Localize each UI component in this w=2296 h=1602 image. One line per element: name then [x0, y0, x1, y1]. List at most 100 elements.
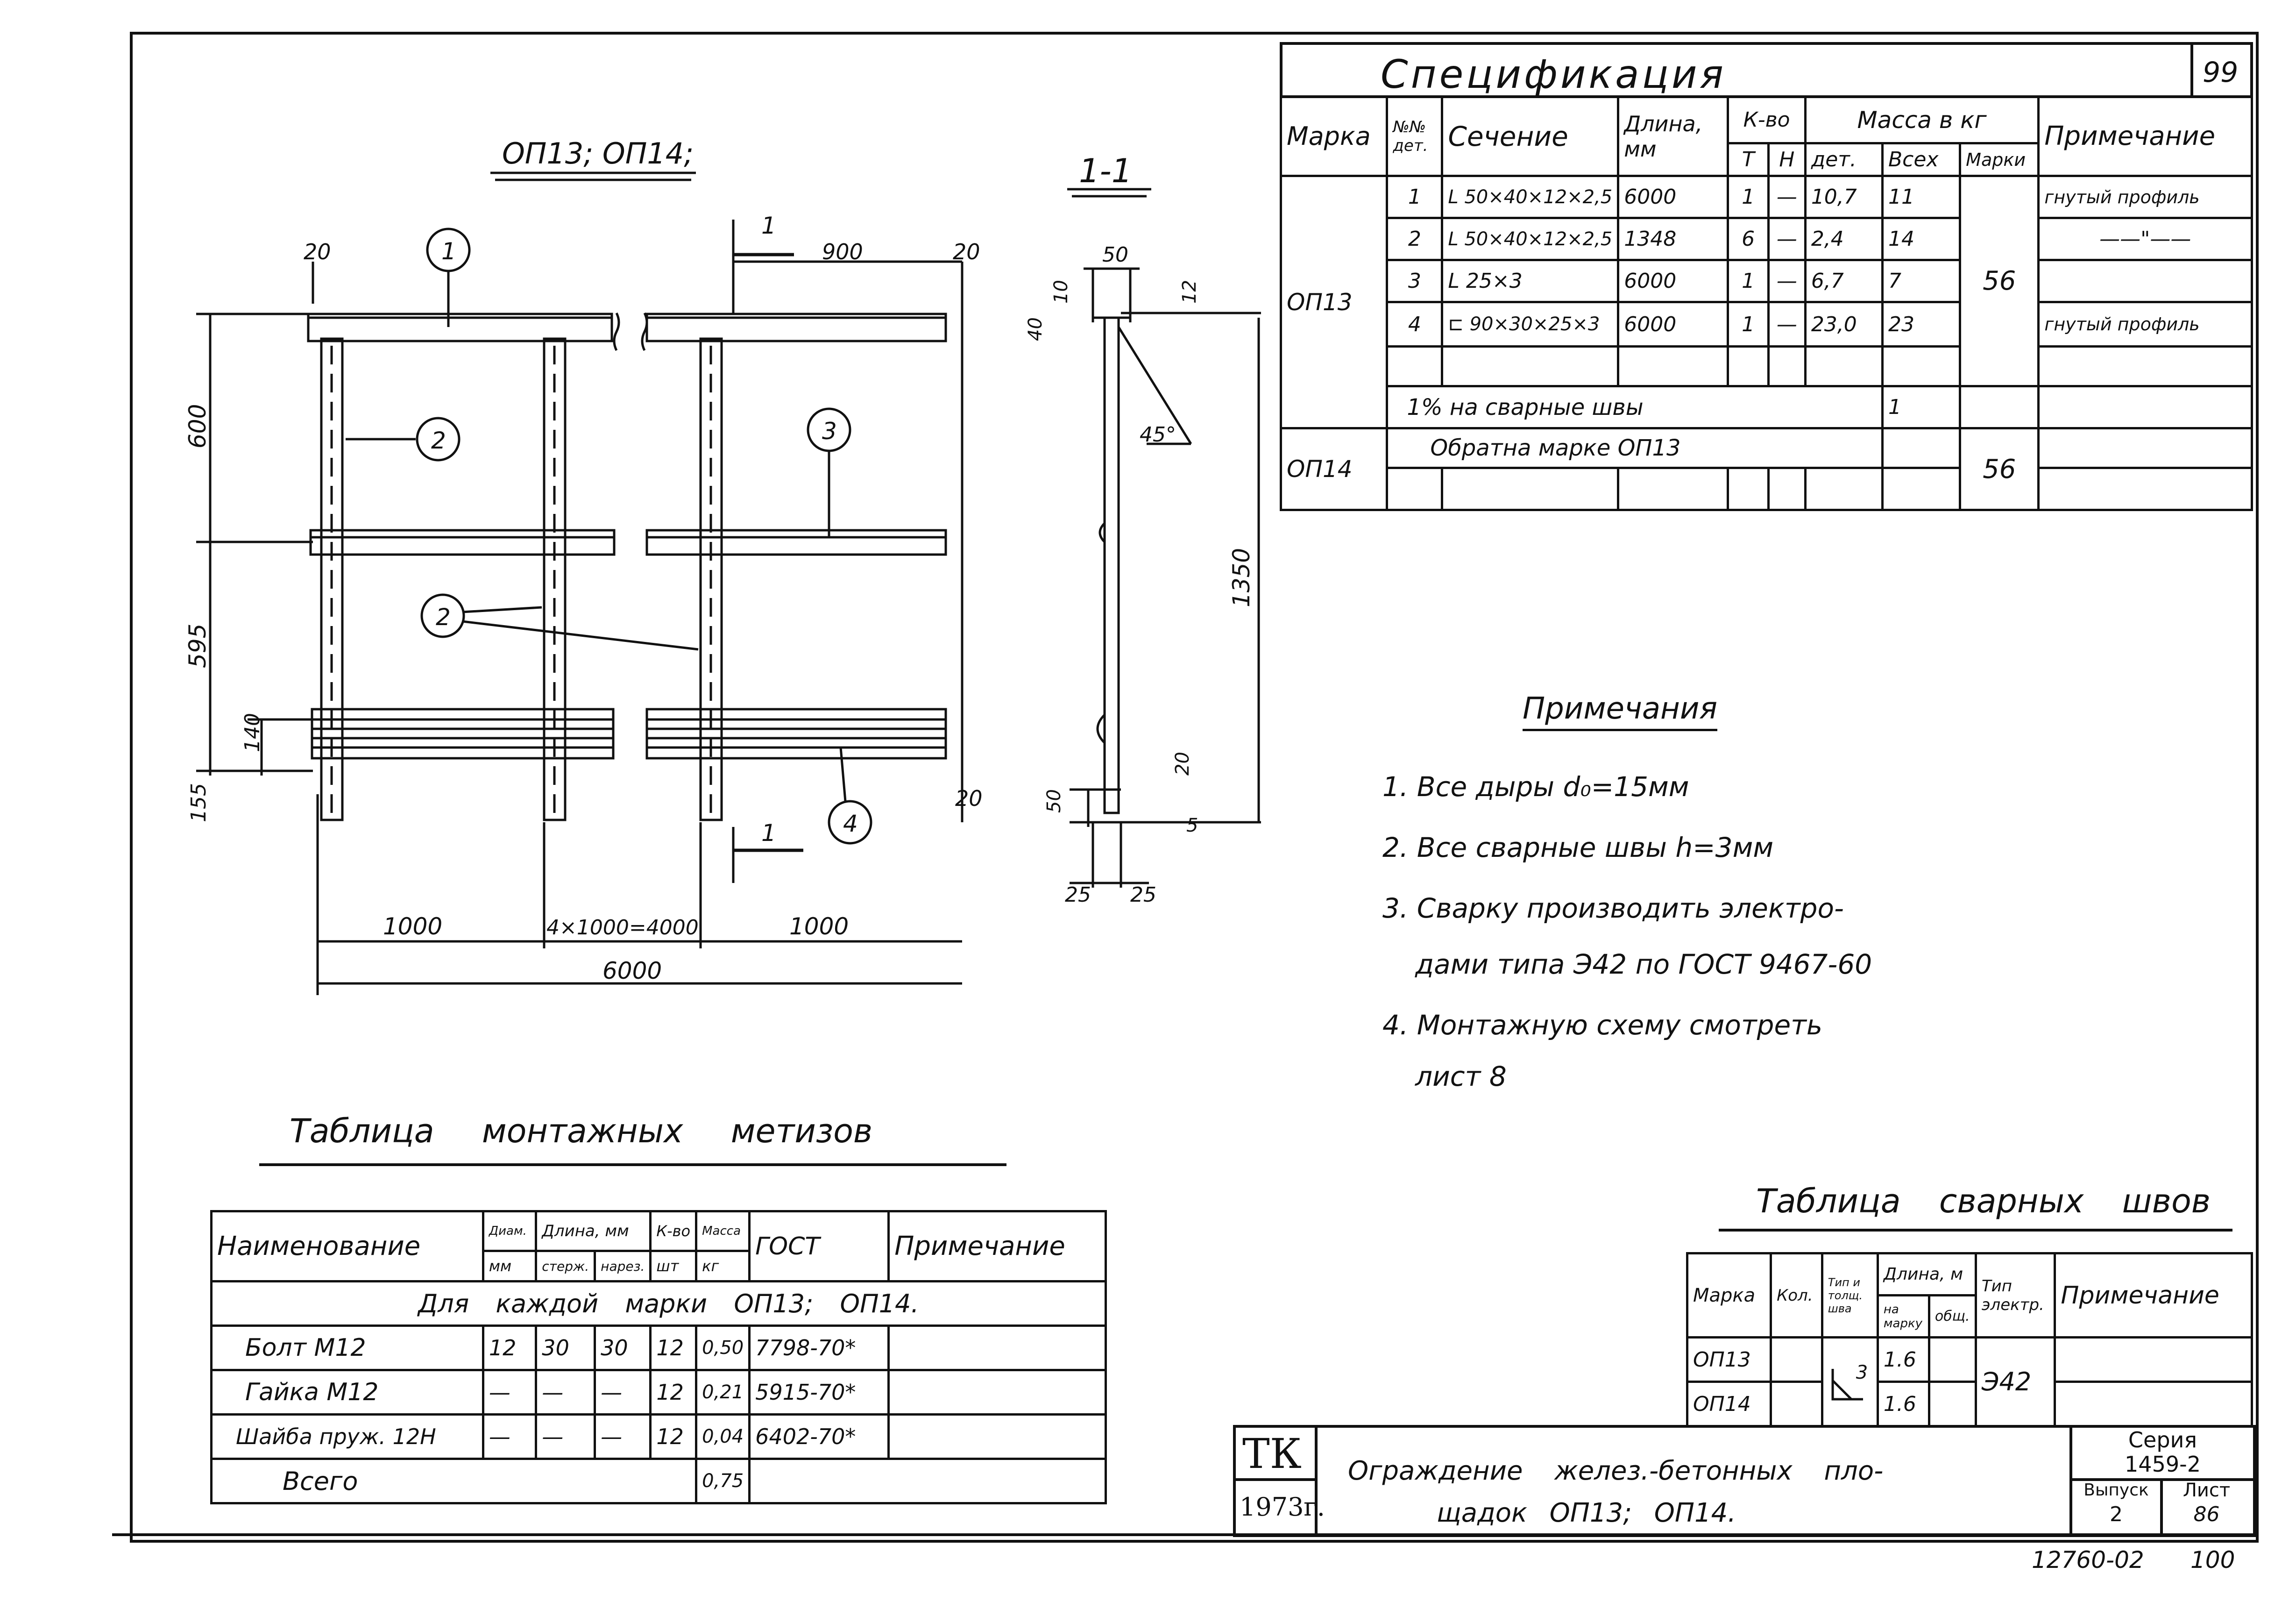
spec-r2-note: ——"—— — [2037, 217, 2253, 261]
spec-r3-pos: 3 — [1386, 259, 1444, 303]
wt-h-mark: Марка — [1686, 1252, 1772, 1339]
spec-r3-all: 7 — [1881, 259, 1962, 303]
note-3b: дами типа Э42 по ГОСТ 9467-60 — [1415, 948, 1872, 980]
dim-140: 140 — [241, 713, 264, 752]
callout-2a — [416, 417, 461, 462]
wt-h-len-one: на марку — [1876, 1294, 1930, 1339]
welds-title-underline — [1719, 1229, 2232, 1232]
spec-r2-length: 1348 — [1617, 217, 1729, 261]
tb-year: 1973г. — [1240, 1492, 1325, 1522]
spec-r2-n: — — [1767, 217, 1807, 261]
callout-label-2a: 2 — [431, 427, 446, 454]
tb-name-line1: Ограждение желез.-бетонных пло- — [1348, 1456, 1884, 1486]
sec-dim-25a: 25 — [1065, 883, 1091, 907]
tb-org: ТК — [1242, 1430, 1302, 1478]
hw-r2-d: — — [482, 1369, 538, 1416]
spec-r4-note: гнутый профиль — [2037, 301, 2253, 348]
spec-r1-pos: 1 — [1386, 175, 1444, 219]
dim-155: 155 — [187, 783, 211, 822]
callout-label-3: 3 — [822, 418, 837, 445]
note-1: 1. Все дыры d₀=15мм — [1382, 771, 1689, 803]
drawing-frame — [130, 32, 2259, 1543]
spec-r4-n: — — [1767, 301, 1807, 348]
hw-r1-d: 12 — [482, 1324, 538, 1371]
spec-mark1: ОП13 — [1279, 175, 1389, 429]
tb-series-cell: Серия 1459-2 — [2069, 1428, 2253, 1481]
sec-dim-5: 5 — [1186, 815, 1198, 836]
spec-h-note: Примечание — [2037, 95, 2253, 177]
hw-h-note: Примечание — [887, 1210, 1107, 1282]
wt-weld-size: 3 — [1856, 1362, 1868, 1383]
tb-sheet-cell: Лист 86 — [2160, 1478, 2253, 1537]
sec-dim-50top: 50 — [1102, 243, 1128, 267]
hw-h-qty-u: шт — [649, 1250, 698, 1282]
dim-600: 600 — [184, 404, 211, 449]
dim-6000: 6000 — [602, 957, 662, 984]
notes-block: Примечания 1. Все дыры d₀=15мм 2. Все св… — [1382, 691, 2130, 1093]
hw-r3-gost: 6402-70* — [748, 1413, 890, 1460]
drawing-title: ОП13; ОП14; — [502, 136, 694, 171]
spec-r2-t: 6 — [1727, 217, 1770, 261]
tb-issue-label: Выпуск — [2083, 1481, 2149, 1500]
hardware-title-underline — [259, 1163, 1006, 1166]
dim-20c: 20 — [955, 786, 983, 811]
spec-r3-t: 1 — [1727, 259, 1770, 303]
cut-mark-top: 1 — [761, 212, 776, 239]
spec-weld-all: 1 — [1881, 385, 1962, 429]
spec-title: Спецификация — [1280, 42, 2195, 98]
hw-r2-thr: — — [594, 1369, 652, 1416]
spec-r4-pos: 4 — [1386, 301, 1444, 348]
spec-h-pos: №№ дет. — [1386, 95, 1444, 177]
dim-20a: 20 — [304, 239, 331, 264]
spec-r4-det: 23,0 — [1804, 301, 1884, 348]
hw-r3-m: 0,04 — [695, 1413, 751, 1460]
spec-mark2-text: Обратна марке ОП13 — [1386, 427, 1884, 469]
spec-h-length: Длина, мм — [1617, 95, 1729, 177]
hw-group: Для каждой марки ОП13; ОП14. — [210, 1280, 1107, 1327]
notes-title: Примечания — [1523, 691, 1717, 731]
tb-name-line2: щадок ОП13; ОП14. — [1437, 1498, 1736, 1528]
sec-dim-10: 10 — [1050, 280, 1072, 304]
elevation-drawing: ОП13; ОП14; 1-1 20 900 20 600 595 140 15… — [184, 136, 1261, 995]
note-2: 2. Все сварные швы h=3мм — [1382, 832, 1774, 863]
hw-r3-name: Шайба пруж. 12Н — [210, 1413, 484, 1460]
section-title: 1-1 — [1079, 152, 1132, 190]
sec-dim-20: 20 — [1172, 752, 1193, 776]
sec-dim-45: 45° — [1140, 423, 1176, 447]
sheet-number-box: 99 — [2190, 42, 2253, 98]
wt-r2-len: 1.6 — [1876, 1381, 1930, 1427]
tb-series-label: Серия — [2128, 1427, 2197, 1452]
hw-total-label: Всего — [210, 1458, 698, 1504]
hw-h-diam: Диам. — [482, 1210, 538, 1252]
footer-code: 12760-02 — [2032, 1546, 2144, 1574]
spec-r4-section: ⊏ 90×30×25×3 — [1441, 301, 1620, 348]
spec-r3-section: L 25×3 — [1441, 259, 1620, 303]
spec-h-mark: Марка — [1279, 95, 1389, 177]
hw-h-name: Наименование — [210, 1210, 484, 1282]
wt-r1-mark: ОП13 — [1686, 1336, 1772, 1383]
callout-label-4: 4 — [843, 810, 858, 837]
welds-title: Таблица сварных швов — [1756, 1182, 2211, 1220]
spec-r2-det: 2,4 — [1804, 217, 1884, 261]
wt-h-qty: Кол. — [1770, 1252, 1823, 1339]
spec-r3-note — [2037, 259, 2253, 303]
wt-electrode: Э42 — [1974, 1336, 2056, 1427]
hw-r2-rod: — — [535, 1369, 596, 1416]
hw-r3-q: 12 — [649, 1413, 698, 1460]
hw-r3-thr: — — [594, 1413, 652, 1460]
dim-20b: 20 — [953, 239, 980, 264]
spec-h-section: Сечение — [1441, 95, 1620, 177]
hw-r2-name: Гайка М12 — [210, 1369, 484, 1416]
tb-year-cell: 1973г. — [1236, 1478, 1325, 1537]
spec-r1-section: L 50×40×12×2,5 — [1441, 175, 1620, 219]
tb-sheet: 86 — [2193, 1502, 2220, 1526]
dim-1000a: 1000 — [383, 913, 442, 940]
wt-weld-cell: 3 — [1821, 1336, 1879, 1427]
spec-h-qty-n: Н — [1767, 142, 1807, 177]
spec-r2-pos: 2 — [1386, 217, 1444, 261]
sheet-number: 99 — [2203, 56, 2239, 89]
welds-table: Марка Кол. Тип и толщ. шва Длина, м Тип … — [1686, 1252, 2253, 1427]
note-3: 3. Сварку производить электро- — [1382, 892, 1844, 924]
spec-h-mass-det: дет. — [1804, 142, 1884, 177]
sec-dim-50bot: 50 — [1043, 789, 1065, 813]
